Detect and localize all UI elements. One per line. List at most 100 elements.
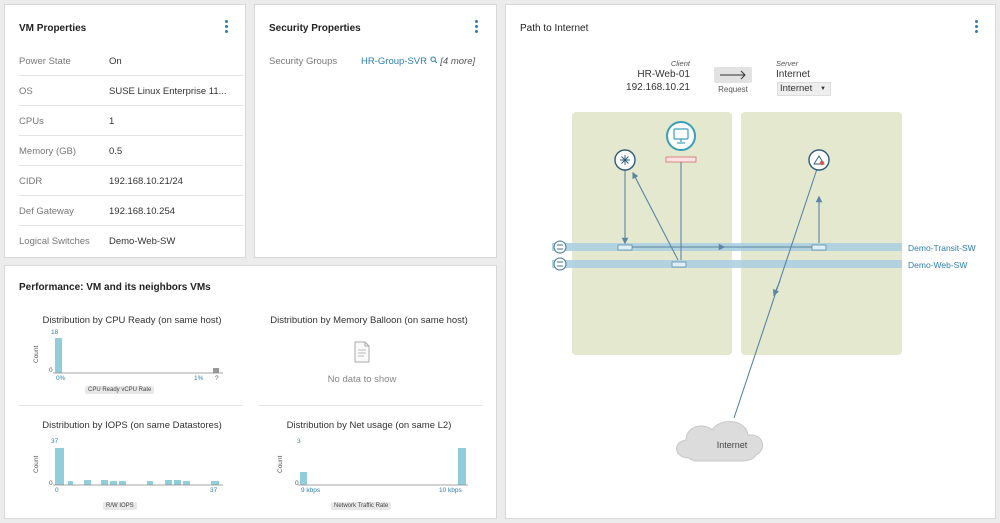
client-name: HR-Web-01 xyxy=(637,69,690,80)
net-bar-low xyxy=(300,472,307,485)
prop-value: On xyxy=(109,56,122,67)
request-label: Request xyxy=(718,85,748,94)
prop-row-logical-switches: Logical Switches Demo-Web-SW xyxy=(19,226,243,256)
iops-bar xyxy=(101,480,108,485)
port-marker xyxy=(671,261,687,268)
cpu-bar-0 xyxy=(55,338,62,373)
server-caption: Server xyxy=(776,59,799,68)
cpu-x-axis-label: CPU Ready vCPU Rate xyxy=(85,386,155,394)
server-select[interactable]: Internet ▼ xyxy=(777,82,831,96)
iops-chart-title: Distribution by IOPS (on same Datastores… xyxy=(42,420,222,431)
iops-bar xyxy=(147,481,153,485)
iops-bar xyxy=(211,481,219,485)
cpu-y-max: 18 xyxy=(51,329,59,336)
prop-row-memory: Memory (GB) 0.5 xyxy=(19,136,243,166)
vm-properties-title: VM Properties xyxy=(19,23,87,34)
net-chart-title: Distribution by Net usage (on same L2) xyxy=(286,420,452,431)
net-x-min: 9 kbps xyxy=(301,487,321,494)
direction-toggle[interactable] xyxy=(714,67,752,83)
chart-divider-left xyxy=(19,405,243,406)
port-marker xyxy=(617,244,633,251)
iops-x-axis-label: R/W IOPS xyxy=(103,502,137,510)
search-icon[interactable] xyxy=(430,56,438,64)
iops-x-max: 37 xyxy=(210,487,218,494)
iops-bar xyxy=(119,481,126,485)
performance-panel: Performance: VM and its neighbors VMs Di… xyxy=(4,265,497,519)
net-x-axis-label: Network Traffic Rate xyxy=(331,502,392,510)
router-icon xyxy=(614,149,636,171)
switch-link-transit[interactable]: Demo-Transit-SW xyxy=(908,243,976,253)
kebab-menu-icon[interactable] xyxy=(471,19,481,35)
iops-x-min: 0 xyxy=(55,487,59,494)
link-web-to-router xyxy=(632,171,679,261)
iops-bar xyxy=(110,481,117,485)
memory-chart-title: Distribution by Memory Balloon (on same … xyxy=(270,315,468,326)
prop-key: Memory (GB) xyxy=(19,146,76,157)
iops-bar xyxy=(183,481,190,485)
vm-status-badge xyxy=(665,156,697,163)
client-ip: 192.168.10.21 xyxy=(626,82,690,93)
iops-bar xyxy=(55,448,64,485)
edge-gateway-icon xyxy=(808,149,830,171)
cpu-y-min: 0 xyxy=(49,367,53,374)
server-zone xyxy=(741,112,902,355)
iops-histogram xyxy=(53,448,223,486)
security-properties-title: Security Properties xyxy=(269,23,361,34)
prop-value: 0.5 xyxy=(109,146,123,157)
iops-bar xyxy=(68,481,73,485)
server-name: Internet xyxy=(776,69,810,80)
chart-divider-right xyxy=(259,405,483,406)
iops-bar xyxy=(84,480,91,485)
switch-icon xyxy=(553,257,567,271)
cpu-chart-title: Distribution by CPU Ready (on same host) xyxy=(42,315,222,326)
switch-link-web[interactable]: Demo-Web-SW xyxy=(908,260,968,270)
prop-value: SUSE Linux Enterprise 11... xyxy=(109,86,227,97)
net-y-max: 3 xyxy=(297,438,301,445)
security-group-link[interactable]: HR-Group-SVR xyxy=(361,56,427,67)
document-icon xyxy=(354,341,370,363)
cpu-bar-unknown xyxy=(213,368,219,373)
kebab-menu-icon[interactable] xyxy=(971,19,981,35)
topology-diagram xyxy=(552,112,902,462)
prop-key: CIDR xyxy=(19,176,43,187)
chevron-down-icon: ▼ xyxy=(820,86,826,92)
performance-title: Performance: VM and its neighbors VMs xyxy=(19,282,211,293)
prop-value: 1 xyxy=(109,116,115,127)
port-marker xyxy=(811,244,827,251)
prop-row-cidr: CIDR 192.168.10.21/24 xyxy=(19,166,243,196)
client-caption: Client xyxy=(670,59,690,68)
prop-row-cpus: CPUs 1 xyxy=(19,106,243,136)
link-direction-marker xyxy=(773,280,781,297)
prop-value: 192.168.10.21/24 xyxy=(109,176,183,187)
more-groups-link[interactable]: [4 more] xyxy=(440,56,476,67)
security-groups-key: Security Groups xyxy=(269,56,338,67)
vm-monitor-icon xyxy=(666,121,696,151)
logical-switch-link[interactable]: Demo-Web-SW xyxy=(109,236,176,247)
switch-icon xyxy=(553,240,567,254)
prop-key: Power State xyxy=(19,56,71,67)
memory-empty-message: No data to show xyxy=(327,374,397,385)
net-y-axis-label: Count xyxy=(277,455,284,473)
prop-key: CPUs xyxy=(19,116,44,127)
server-select-value: Internet xyxy=(780,83,813,94)
kebab-menu-icon[interactable] xyxy=(221,19,231,35)
prop-row-power-state: Power State On xyxy=(19,46,243,76)
iops-y-min: 0 xyxy=(49,480,53,487)
cpu-x-unknown: ? xyxy=(215,375,219,382)
iops-bar xyxy=(174,480,181,485)
iops-bar xyxy=(165,480,172,485)
path-title: Path to Internet xyxy=(520,23,589,34)
security-properties-panel: Security Properties Security Groups HR-G… xyxy=(254,4,497,258)
lane-web xyxy=(552,260,902,268)
client-zone xyxy=(572,112,732,355)
net-x-max: 10 kbps xyxy=(439,487,462,494)
prop-key: Logical Switches xyxy=(19,236,90,247)
prop-value: 192.168.10.254 xyxy=(109,206,176,217)
cpu-y-axis-label: Count xyxy=(33,345,40,363)
cpu-histogram xyxy=(53,338,223,374)
net-y-min: 0 xyxy=(295,480,299,487)
cpu-x-max: 1% xyxy=(194,375,204,382)
